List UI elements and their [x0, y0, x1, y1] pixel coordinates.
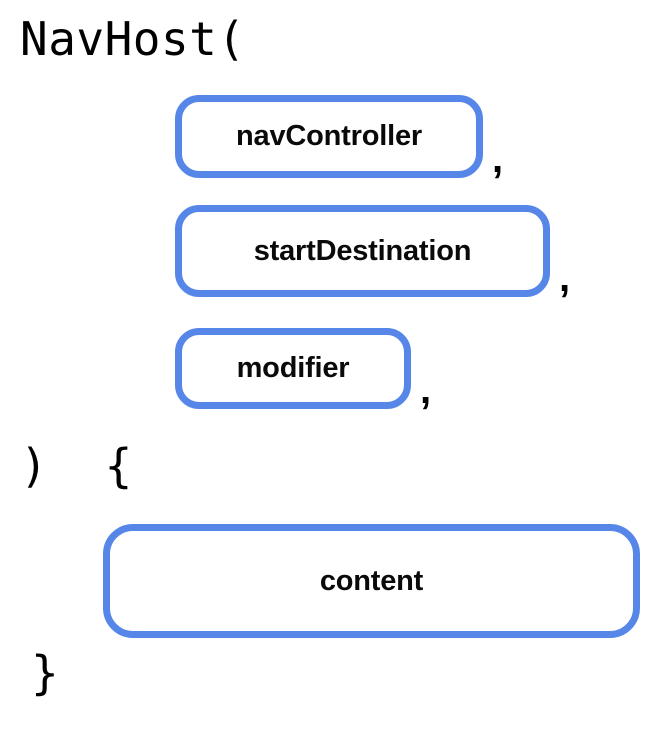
parameter-label-modifier: modifier [236, 352, 350, 384]
parameter-label-navcontroller: navController [236, 120, 422, 152]
parameter-row-navcontroller: navController , [175, 95, 504, 182]
parameter-separator-modifier: , [420, 368, 432, 413]
code-line-navhost-open: NavHost( [20, 12, 246, 66]
parameter-row-startdestination: startDestination , [175, 205, 571, 301]
content-lambda-box[interactable]: content [103, 524, 640, 638]
content-lambda-label: content [319, 564, 424, 597]
parameter-separator-navcontroller: , [492, 137, 504, 182]
parameter-box-startdestination[interactable]: startDestination [175, 205, 550, 297]
code-line-close-brace: } [31, 646, 60, 700]
parameter-separator-startdestination: , [559, 256, 571, 301]
parameter-box-modifier[interactable]: modifier [175, 328, 411, 409]
parameter-label-startdestination: startDestination [253, 234, 472, 267]
parameter-row-modifier: modifier , [175, 328, 432, 413]
parameter-box-navcontroller[interactable]: navController [175, 95, 483, 178]
code-line-close-paren-open-brace: ) { [20, 439, 133, 493]
